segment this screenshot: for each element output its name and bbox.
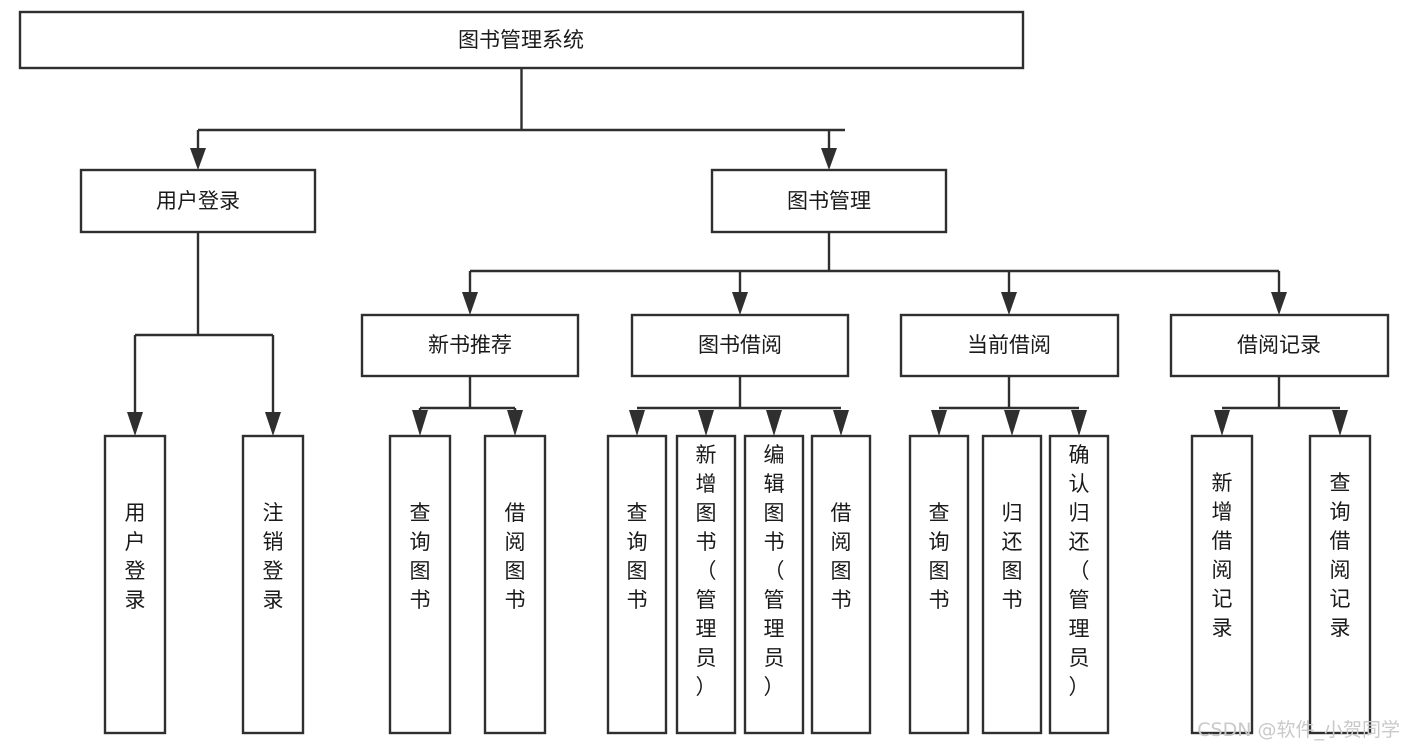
node-leaf-add-record-rect[interactable]: [1190, 434, 1254, 735]
arrow-head-borrow-record: [1271, 292, 1287, 315]
node-leaf-return-book-rect[interactable]: [981, 434, 1043, 735]
arrow-head-leaf-edit-book: [766, 410, 782, 436]
node-leaf-edit-book-rect[interactable]: [743, 434, 805, 735]
node-leaf-confirm-return[interactable]: 确认归还（管理员）: [1048, 434, 1110, 735]
node-new-book-recommend-label: 新书推荐: [428, 333, 512, 357]
node-leaf-user-login-rect[interactable]: [103, 434, 167, 735]
arrow-head-current-borrow: [1001, 292, 1017, 315]
arrow-head-leaf-logout-login: [265, 412, 281, 436]
node-leaf-query-record-rect[interactable]: [1308, 434, 1372, 735]
node-current-borrow[interactable]: 当前借阅: [899, 313, 1120, 378]
node-leaf-query-book-2[interactable]: 查询图书: [606, 434, 668, 735]
node-leaf-query-book-3[interactable]: 查询图书: [908, 434, 970, 735]
node-book-management[interactable]: 图书管理: [710, 168, 948, 234]
node-book-borrow[interactable]: 图书借阅: [630, 313, 850, 378]
arrow-head-leaf-query-book-2: [629, 410, 645, 436]
arrow-head-leaf-query-book-1: [412, 410, 428, 436]
node-book-borrow-rect[interactable]: [630, 313, 850, 378]
arrow-head-leaf-borrow-book-2: [833, 410, 849, 436]
node-leaf-query-book-1-label: 查询图书: [410, 501, 431, 612]
node-leaf-query-book-1[interactable]: 查询图书: [388, 434, 452, 735]
node-leaf-borrow-book-2-label: 借阅图书: [831, 501, 852, 612]
node-leaf-query-book-3-rect[interactable]: [908, 434, 970, 735]
edges-layer: [127, 68, 1348, 436]
node-leaf-edit-book-label: 编辑图书（管理员）: [764, 443, 785, 699]
arrow-head-user-login: [190, 148, 206, 170]
node-leaf-borrow-book-2-rect[interactable]: [810, 434, 872, 735]
node-book-borrow-label: 图书借阅: [698, 333, 782, 357]
node-root-rect[interactable]: [18, 10, 1025, 70]
arrow-head-leaf-add-book: [698, 410, 714, 436]
node-leaf-borrow-book-1-rect[interactable]: [483, 434, 547, 735]
node-leaf-user-login-label: 用户登录: [125, 501, 146, 612]
node-book-management-rect[interactable]: [710, 168, 948, 234]
node-leaf-confirm-return-label: 确认归还（管理员）: [1069, 443, 1090, 699]
node-user-login[interactable]: 用户登录: [79, 168, 317, 234]
node-leaf-add-book[interactable]: 新增图书（管理员）: [675, 434, 737, 735]
node-leaf-query-record[interactable]: 查询借阅记录: [1308, 434, 1372, 735]
node-leaf-query-book-1-rect[interactable]: [388, 434, 452, 735]
node-leaf-add-record[interactable]: 新增借阅记录: [1190, 434, 1254, 735]
arrow-head-leaf-return-book: [1004, 410, 1020, 436]
node-leaf-query-book-2-rect[interactable]: [606, 434, 668, 735]
node-leaf-query-record-label: 查询借阅记录: [1330, 471, 1351, 640]
node-root[interactable]: 图书管理系统: [18, 10, 1025, 70]
node-current-borrow-rect[interactable]: [899, 313, 1120, 378]
node-leaf-query-book-2-label: 查询图书: [627, 501, 648, 612]
node-book-management-label: 图书管理: [787, 189, 871, 213]
nodes-layer: 图书管理系统 用户登录 图书管理 新书推荐 图书借阅 当前借阅 借阅记录: [18, 10, 1390, 735]
arrow-head-leaf-query-record: [1332, 410, 1348, 436]
node-borrow-record[interactable]: 借阅记录: [1169, 313, 1390, 378]
arrow-head-leaf-user-login: [127, 412, 143, 436]
node-leaf-edit-book[interactable]: 编辑图书（管理员）: [743, 434, 805, 735]
arrow-head-leaf-query-book-3: [931, 410, 947, 436]
node-leaf-add-book-rect[interactable]: [675, 434, 737, 735]
arrow-head-leaf-add-record: [1214, 410, 1230, 436]
arrow-head-book-borrow: [732, 292, 748, 315]
node-leaf-add-book-label: 新增图书（管理员）: [696, 443, 717, 699]
node-leaf-borrow-book-2[interactable]: 借阅图书: [810, 434, 872, 735]
arrow-head-new-book-recommend: [462, 292, 478, 315]
node-new-book-recommend[interactable]: 新书推荐: [360, 313, 580, 378]
node-leaf-logout-login-label: 注销登录: [263, 501, 284, 612]
node-user-login-label: 用户登录: [156, 189, 240, 213]
node-leaf-logout-login-rect[interactable]: [241, 434, 305, 735]
node-leaf-add-record-label: 新增借阅记录: [1212, 471, 1233, 640]
node-leaf-query-book-3-label: 查询图书: [929, 501, 950, 612]
node-current-borrow-label: 当前借阅: [967, 333, 1051, 357]
node-leaf-borrow-book-1[interactable]: 借阅图书: [483, 434, 547, 735]
node-root-label: 图书管理系统: [458, 28, 584, 52]
watermark-text: CSDN @软件_小贺同学: [1197, 719, 1400, 741]
node-leaf-logout-login[interactable]: 注销登录: [241, 434, 305, 735]
arrow-head-book-management: [821, 148, 837, 170]
node-leaf-confirm-return-rect[interactable]: [1048, 434, 1110, 735]
arrow-head-leaf-confirm-return: [1071, 410, 1087, 436]
node-leaf-borrow-book-1-label: 借阅图书: [505, 501, 526, 612]
arrow-head-leaf-borrow-book-1: [507, 410, 523, 436]
node-leaf-return-book-label: 归还图书: [1002, 501, 1023, 612]
node-borrow-record-rect[interactable]: [1169, 313, 1390, 378]
node-leaf-user-login[interactable]: 用户登录: [103, 434, 167, 735]
node-user-login-rect[interactable]: [79, 168, 317, 234]
node-leaf-return-book[interactable]: 归还图书: [981, 434, 1043, 735]
node-borrow-record-label: 借阅记录: [1237, 333, 1321, 357]
node-new-book-recommend-rect[interactable]: [360, 313, 580, 378]
